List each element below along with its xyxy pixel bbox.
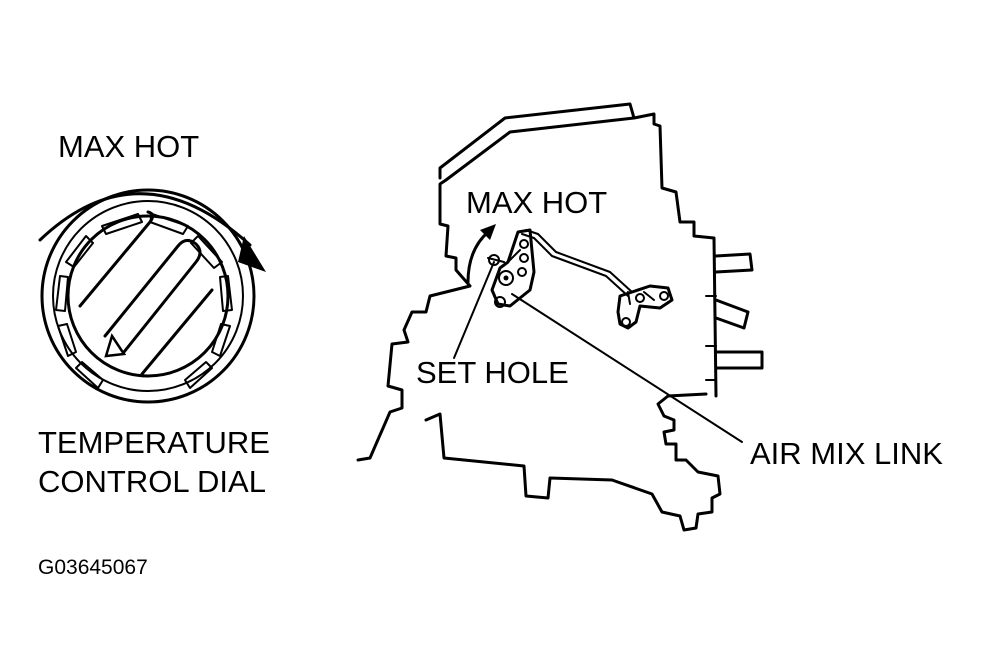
dial-title-line1: TEMPERATURE	[38, 425, 270, 460]
lever-hole-bottom	[494, 296, 506, 308]
unit-pipe-upper	[714, 252, 754, 274]
unit-right-tabs	[705, 295, 717, 381]
set-hole-pivot-inner	[503, 275, 509, 281]
dial-title-line2: CONTROL DIAL	[38, 464, 266, 499]
dial-knob-grip	[103, 239, 202, 354]
dial-pointer-icon	[104, 333, 127, 358]
unit-max-hot-label: MAX HOT	[466, 185, 608, 220]
unit-pipe-lower	[714, 350, 764, 370]
dial-max-hot-label: MAX HOT	[58, 129, 200, 164]
end-lever-hole-1	[659, 291, 669, 301]
set-hole-label: SET HOLE	[416, 355, 569, 390]
dial-knob-grip-right	[140, 288, 214, 376]
air-mix-lever-arm	[487, 249, 521, 263]
lever-hole-low	[517, 267, 527, 277]
dial-knob	[66, 214, 230, 378]
figure-code: G03645067	[38, 556, 148, 579]
unit-outline	[356, 178, 472, 462]
lever-hole-mid	[519, 253, 529, 263]
temperature-control-dial	[38, 188, 266, 404]
unit-bottom-outline	[424, 392, 722, 532]
unit-pipe-middle	[714, 298, 750, 330]
dial-rotation-arrowhead	[238, 236, 266, 272]
end-lever-detail	[627, 291, 655, 305]
air-mix-link-rod-2	[525, 229, 633, 293]
set-hole-pivot	[498, 270, 514, 286]
air-mix-link-leader	[511, 293, 743, 443]
air-mix-link-label: AIR MIX LINK	[750, 436, 943, 471]
unit-top-cover	[438, 102, 636, 182]
unit-max-hot-arrow	[466, 230, 490, 284]
unit-max-hot-arrowhead	[480, 224, 496, 240]
dial-inner-ring	[52, 200, 244, 392]
end-lever-hole-2	[635, 293, 645, 303]
dial-rotation-arrow	[38, 192, 252, 247]
air-mix-end-lever	[616, 284, 674, 330]
heater-unit	[356, 102, 764, 532]
air-mix-link-rod	[521, 233, 629, 297]
dial-outer-ring	[40, 188, 256, 404]
unit-right-outline	[632, 112, 718, 398]
end-lever-hole-3	[621, 317, 631, 327]
lever-hole-top	[519, 239, 529, 249]
set-hole-leader	[453, 261, 495, 359]
air-mix-linkage	[487, 228, 674, 330]
set-hole-ring	[488, 254, 500, 266]
dial-knob-grip-left	[78, 210, 155, 308]
